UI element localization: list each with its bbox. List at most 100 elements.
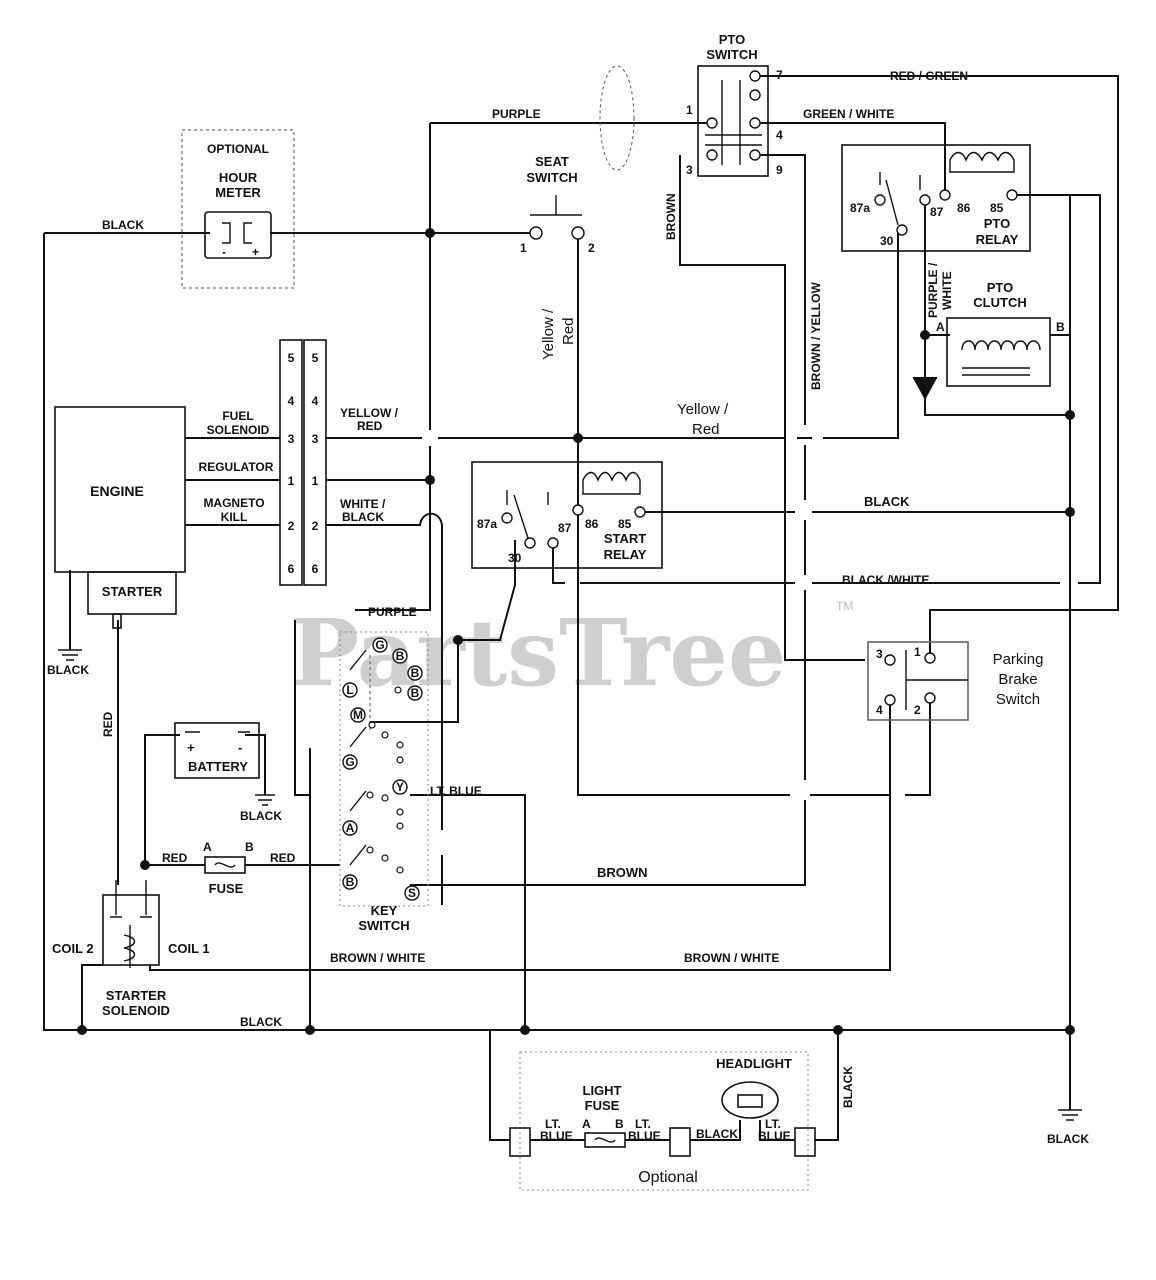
wire-label: RED / GREEN: [890, 69, 968, 83]
seat-switch-label-2: SWITCH: [526, 170, 577, 185]
wire-label: RED: [270, 851, 296, 865]
parking-pin-4: 4: [876, 703, 883, 717]
wire-label: BLACK: [240, 809, 282, 823]
wire-label: Red: [560, 317, 577, 345]
wire-label: RED: [162, 851, 188, 865]
wire-label: Red: [692, 421, 720, 438]
coil-1-label: COIL 1: [168, 941, 210, 956]
key-terminal: G: [375, 638, 384, 652]
parking-brake-label-2: Brake: [998, 671, 1037, 688]
starter-solenoid: COIL 2 COIL 1 STARTER SOLENOID: [52, 880, 210, 1030]
key-terminal: L: [346, 683, 353, 697]
magneto-label-2: KILL: [221, 510, 248, 524]
fuel-solenoid-label: FUEL: [222, 409, 253, 423]
key-terminal: Y: [396, 780, 404, 794]
wire-label: RED: [357, 419, 383, 433]
parking-brake-label: Parking: [993, 651, 1044, 668]
starter-label: STARTER: [102, 584, 163, 599]
hour-meter: OPTIONAL HOUR METER - +: [181, 129, 295, 289]
key-switch-label-2: SWITCH: [358, 918, 409, 933]
wire-white-black: [325, 512, 443, 905]
start-relay-87a: 87a: [477, 517, 497, 531]
wire-label: BROWN: [597, 865, 648, 880]
wire-purple-vertical: [355, 123, 431, 611]
wire-bundle-oval: [599, 65, 635, 171]
parking-brake-switch: 3 1 4 2 Parking Brake Switch: [867, 641, 1044, 721]
light-fuse-label: LIGHT: [583, 1083, 622, 1098]
pto-relay: 87a 30 87 86 85 PTO RELAY: [841, 144, 1031, 252]
watermark: PartsTree: [290, 599, 786, 707]
parking-pin-3: 3: [876, 647, 883, 661]
starter-solenoid-label: STARTER: [106, 988, 167, 1003]
pto-pin-7: 7: [776, 68, 783, 82]
pto-pin-1: 1: [686, 103, 693, 117]
key-terminal: M: [353, 708, 363, 722]
wire-brown-white: [149, 700, 891, 971]
wire-label: BLUE: [628, 1129, 661, 1143]
connector-pin: 4: [288, 394, 295, 408]
wire-label: BROWN / WHITE: [684, 951, 779, 965]
wire-label: WHITE: [940, 271, 954, 310]
connector-pin: 6: [312, 562, 319, 576]
wire-red-battery: [144, 734, 180, 865]
pto-relay-86: 86: [957, 201, 971, 215]
wire-battery-ground: [245, 734, 266, 795]
start-relay-30: 30: [508, 551, 522, 565]
coil-2-label: COIL 2: [52, 941, 94, 956]
hour-meter-minus: -: [222, 245, 226, 259]
wire-label: BLACK: [102, 218, 144, 232]
starter-solenoid-label-2: SOLENOID: [102, 1003, 170, 1018]
wire-label: LT.: [765, 1117, 781, 1131]
key-terminal: A: [346, 821, 355, 835]
fuse-label: FUSE: [209, 881, 244, 896]
light-fuse-a: A: [582, 1117, 591, 1131]
connector-pin: 5: [288, 351, 295, 365]
wire-label: BLACK /WHITE: [842, 573, 929, 587]
key-switch-label: KEY: [371, 903, 398, 918]
wire-label: PURPLE /: [926, 262, 940, 318]
wire-yellow-red-vertical: [577, 233, 931, 796]
diode-icon: [913, 378, 937, 400]
start-relay-85: 85: [618, 517, 632, 531]
wire-label: LT.: [635, 1117, 651, 1131]
battery-label: BATTERY: [188, 759, 248, 774]
regulator-label: REGULATOR: [199, 460, 274, 474]
wire-label: BLUE: [540, 1129, 573, 1143]
wire-label: BLACK: [342, 510, 384, 524]
key-terminal: G: [345, 755, 354, 769]
battery-minus: -: [238, 740, 242, 755]
wire-label: BLACK: [1047, 1132, 1089, 1146]
connector-pin: 4: [312, 394, 319, 408]
seat-pin-1: 1: [520, 241, 527, 255]
wire-label: GREEN / WHITE: [803, 107, 894, 121]
wire-label: BROWN: [664, 193, 678, 240]
wire-label: BLACK: [696, 1127, 738, 1141]
key-switch: G B B B L M G Y A B S KEY SWITCH: [339, 631, 429, 933]
wire-label: RED: [101, 711, 115, 737]
wire-light-left: [489, 1030, 510, 1141]
battery: + - BATTERY: [174, 722, 260, 779]
key-terminal: B: [411, 686, 420, 700]
battery-plus: +: [187, 740, 195, 755]
wire-label: Yellow /: [677, 401, 729, 418]
wire-lt-blue: [410, 794, 526, 1030]
start-relay-87: 87: [558, 521, 572, 535]
wire-diode: [924, 335, 1070, 416]
headlight-label: HEADLIGHT: [716, 1056, 792, 1071]
seat-switch-label: SEAT: [535, 154, 569, 169]
seat-switch: SEAT SWITCH 1 2: [520, 154, 595, 255]
headlight-icon: [721, 1081, 779, 1119]
ground-icon: [58, 649, 82, 661]
parking-brake-label-3: Switch: [996, 691, 1040, 708]
wire-label: Yellow /: [540, 308, 557, 360]
wire-brown: [679, 155, 865, 661]
wire-label: BLACK: [841, 1066, 855, 1108]
key-terminal: B: [411, 666, 420, 680]
light-circuit: A B LIGHT FUSE HEADLIGHT Optional: [509, 1051, 816, 1191]
light-fuse-label-2: FUSE: [585, 1098, 620, 1113]
connector-block: 5 5 4 4 3 3 1 1 2 2 6 6: [279, 339, 327, 586]
connector-pin: 1: [312, 474, 319, 488]
hour-meter-label-2: METER: [215, 185, 261, 200]
pto-relay-87: 87: [930, 205, 944, 219]
connector-pin: 3: [312, 432, 319, 446]
